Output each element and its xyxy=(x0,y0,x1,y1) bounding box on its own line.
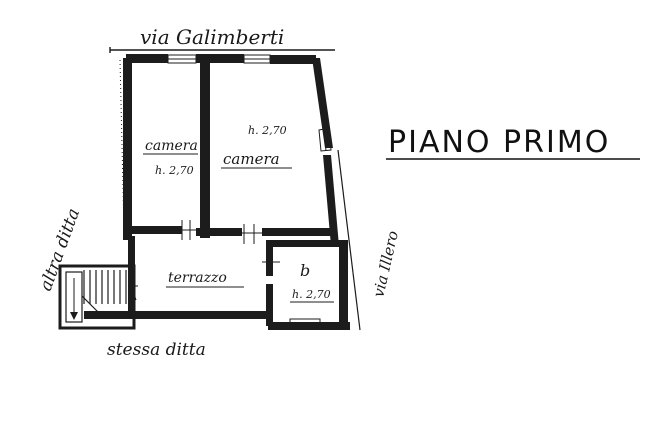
street-label-bottom: stessa ditta xyxy=(107,340,206,360)
windows-top xyxy=(167,54,271,64)
room-height-camera-left: h. 2,70 xyxy=(155,164,194,177)
street-label-right: via Illero xyxy=(369,229,402,299)
interior-walls xyxy=(130,60,344,326)
street-line-right xyxy=(337,149,361,331)
window-right xyxy=(318,127,332,152)
room-name-bagno: b xyxy=(300,261,310,280)
staircase xyxy=(58,264,136,330)
room-height-camera-right: h. 2,70 xyxy=(248,124,287,137)
street-label-top: via Galimberti xyxy=(140,25,284,49)
room-height-bagno: h. 2,70 xyxy=(292,288,331,301)
room-name-camera-left: camera xyxy=(145,138,198,154)
window-bottom-bagno xyxy=(289,318,321,328)
room-name-camera-right: camera xyxy=(223,150,280,168)
street-line-top xyxy=(109,47,335,53)
corner-marks xyxy=(128,281,138,301)
door-marks xyxy=(178,220,280,272)
page-title: PIANO PRIMO xyxy=(388,125,610,160)
room-name-terrazzo: terrazzo xyxy=(168,270,227,286)
boundary-dotted-left xyxy=(119,59,125,231)
outer-walls xyxy=(84,54,350,330)
